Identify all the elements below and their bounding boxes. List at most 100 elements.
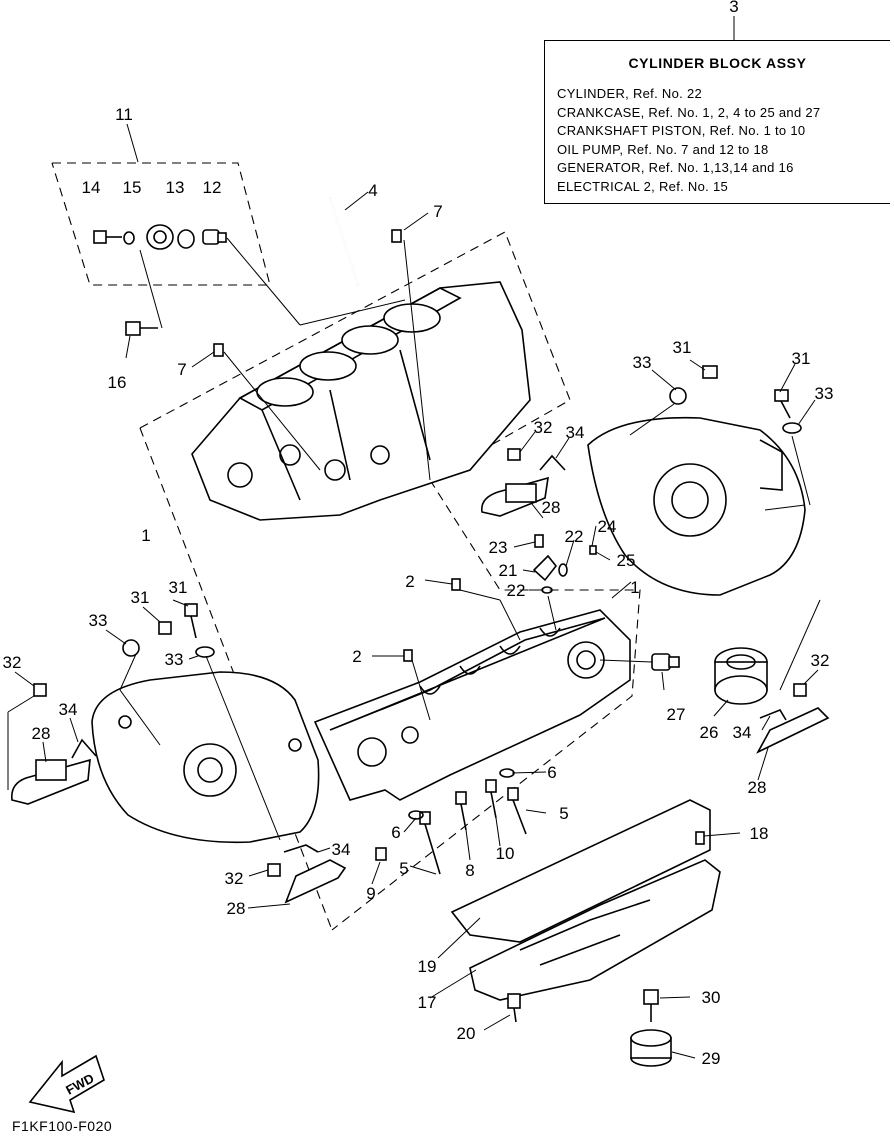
callout-number: 11	[115, 105, 133, 124]
assembly-reference-line: GENERATOR, Ref. No. 1,13,14 and 16	[557, 160, 794, 176]
callout-number: 25	[617, 551, 636, 570]
pin-24	[589, 545, 597, 555]
bolt-31-right-a	[702, 365, 718, 379]
group-1-right-outline	[331, 479, 641, 931]
hose-34-left	[71, 738, 97, 759]
callout-number: 32	[811, 651, 830, 670]
callout-number: 31	[169, 578, 188, 597]
callout-number: 33	[633, 353, 652, 372]
callout-number: 27	[667, 705, 686, 724]
callout-number: 12	[203, 178, 222, 197]
callout-number: 4	[368, 181, 377, 200]
plug-12	[202, 229, 227, 245]
callout-numbers: 3 11 14 15 13 12 4 7 16 7 1 32 34 33 31 …	[3, 0, 834, 1068]
callout-number: 33	[89, 611, 108, 630]
o-ring-13	[177, 229, 195, 249]
leader-lines	[7, 16, 821, 1059]
bearing-13	[146, 224, 174, 250]
bolt-10-head	[485, 779, 497, 793]
callout-number: 31	[792, 349, 811, 368]
fasteners	[33, 365, 807, 877]
callout-number: 20	[457, 1024, 476, 1043]
callout-number: 22	[565, 527, 584, 546]
callout-number: 3	[729, 0, 738, 16]
assembly-title: CYLINDER BLOCK ASSY	[628, 55, 807, 71]
callout-number: 10	[496, 844, 515, 863]
oil-pan-17	[469, 859, 721, 1001]
callout-number: 31	[673, 338, 692, 357]
hose-34-lower	[283, 844, 319, 853]
right-crankcase-cover	[587, 416, 806, 596]
callout-number: 9	[366, 884, 375, 903]
bolt-16	[125, 321, 158, 336]
bolt-31-right-b	[774, 389, 789, 402]
callout-number: 32	[3, 653, 22, 672]
callout-number: 21	[499, 561, 518, 580]
dashed-group-outlines	[51, 162, 641, 931]
drain-bolt-20	[507, 993, 521, 1023]
assembly-reference-line: OIL PUMP, Ref. No. 7 and 12 to 18	[557, 141, 769, 157]
callout-number: 34	[59, 700, 78, 719]
bolt-32-right-lower	[793, 683, 807, 697]
bolt-8-head	[455, 791, 467, 805]
bolt-31-left-b	[158, 621, 172, 635]
callout-number: 28	[748, 778, 767, 797]
callout-number: 1	[141, 526, 150, 545]
bolt-30	[643, 989, 659, 1022]
washer-15	[123, 231, 135, 245]
callout-number: 28	[227, 899, 246, 918]
washer-6-right	[499, 768, 515, 778]
clamps-and-hoses	[10, 454, 830, 904]
callout-number: 34	[566, 423, 585, 442]
oil-jet-parts	[403, 534, 597, 662]
hose-34-right	[759, 709, 787, 721]
callout-number: 7	[177, 360, 186, 379]
bolt-32-left	[33, 683, 47, 697]
bolt-32-right	[507, 448, 521, 461]
callout-number: 26	[700, 723, 719, 742]
assembly-reference-line: CYLINDER, Ref. No. 22	[557, 86, 703, 101]
callout-number: 34	[733, 723, 752, 742]
callout-number: 19	[418, 957, 437, 976]
screw-23	[534, 534, 544, 548]
washer-6-left	[408, 810, 424, 820]
callout-number: 15	[123, 178, 142, 197]
washer-33-left	[122, 639, 140, 657]
assembly-reference-line: CRANKSHAFT PISTON, Ref. No. 1 to 10	[557, 123, 806, 139]
clamp-28-upper-block	[505, 483, 537, 503]
callout-number: 5	[559, 804, 568, 823]
cylinder-block-body	[191, 281, 531, 521]
callout-number: 28	[32, 724, 51, 743]
callout-number: 17	[418, 993, 437, 1012]
callout-number: 23	[489, 538, 508, 557]
callout-number: 2	[352, 647, 361, 666]
dowel-7-lower	[213, 343, 224, 357]
fwd-arrow-icon: FWD	[28, 1054, 105, 1114]
callout-number: 16	[108, 373, 127, 392]
o-ring-22-a	[558, 563, 568, 577]
callout-number: 33	[165, 650, 184, 669]
washer-33-left-b	[195, 646, 215, 658]
dowel-2-lower	[403, 649, 413, 662]
callout-number: 30	[702, 988, 721, 1007]
callout-number: 14	[82, 178, 101, 197]
dowel-2-upper	[451, 578, 461, 591]
group-1-upper-outline	[139, 231, 571, 481]
callout-number: 34	[332, 840, 351, 859]
jet-21	[532, 554, 558, 582]
clamp-28-left-block	[35, 759, 67, 781]
clamp-28-right	[756, 707, 830, 754]
group-11-outline	[51, 162, 271, 286]
callout-number: 7	[433, 202, 442, 221]
washer-33-right-upper	[669, 387, 687, 405]
oil-filter-26	[714, 647, 768, 705]
callout-number: 2	[405, 572, 414, 591]
callout-number: 6	[547, 763, 556, 782]
assembly-reference-line: CRANKCASE, Ref. No. 1, 2, 4 to 25 and 27	[557, 104, 821, 120]
dowel-7-upper	[391, 229, 402, 243]
hose-34-upper	[539, 454, 566, 471]
callout-number: 8	[465, 861, 474, 880]
gasket-19	[450, 799, 711, 943]
callout-number: 31	[131, 588, 150, 607]
callout-number: 22	[507, 581, 526, 600]
